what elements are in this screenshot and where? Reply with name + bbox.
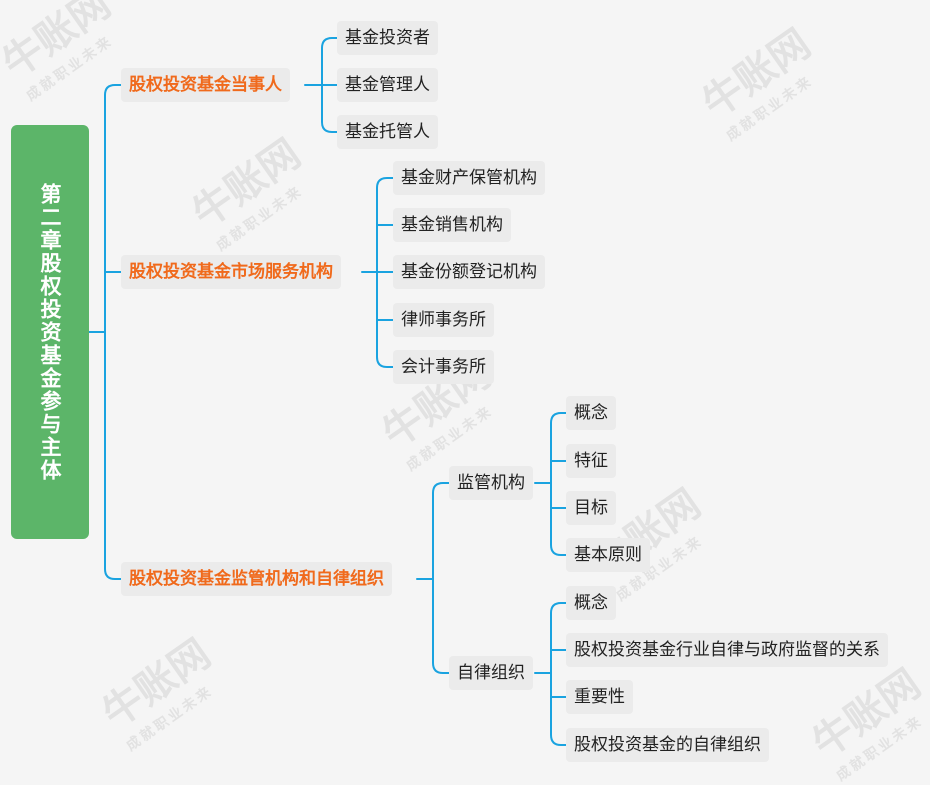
leaf-node[interactable]: 基金投资者 xyxy=(337,21,438,55)
leaf-node[interactable]: 会计事务所 xyxy=(393,350,494,384)
leaf-node[interactable]: 股权投资基金的自律组织 xyxy=(566,728,769,762)
sub-branch-node-self-regulatory[interactable]: 自律组织 xyxy=(449,656,533,690)
leaf-node[interactable]: 概念 xyxy=(566,396,616,430)
leaf-node[interactable]: 股权投资基金行业自律与政府监督的关系 xyxy=(566,633,888,667)
leaf-node[interactable]: 基金份额登记机构 xyxy=(393,255,545,289)
leaf-node[interactable]: 基金管理人 xyxy=(337,68,438,102)
root-label: 第二章股权投资基金参与主体 xyxy=(38,182,62,482)
sub-branch-node-regulator[interactable]: 监管机构 xyxy=(449,466,533,500)
leaf-node[interactable]: 特征 xyxy=(566,444,616,478)
leaf-node[interactable]: 基金财产保管机构 xyxy=(393,161,545,195)
leaf-node[interactable]: 基金销售机构 xyxy=(393,208,511,242)
leaf-node[interactable]: 基本原则 xyxy=(566,538,650,572)
leaf-node[interactable]: 重要性 xyxy=(566,680,633,714)
branch-node-regulators[interactable]: 股权投资基金监管机构和自律组织 xyxy=(121,562,392,596)
branch-node-parties[interactable]: 股权投资基金当事人 xyxy=(121,68,290,102)
leaf-node[interactable]: 基金托管人 xyxy=(337,115,438,149)
leaf-node[interactable]: 概念 xyxy=(566,586,616,620)
leaf-node[interactable]: 目标 xyxy=(566,491,616,525)
root-node[interactable]: 第二章股权投资基金参与主体 xyxy=(11,125,89,539)
branch-node-service-institutions[interactable]: 股权投资基金市场服务机构 xyxy=(121,255,341,289)
leaf-node[interactable]: 律师事务所 xyxy=(393,303,494,337)
